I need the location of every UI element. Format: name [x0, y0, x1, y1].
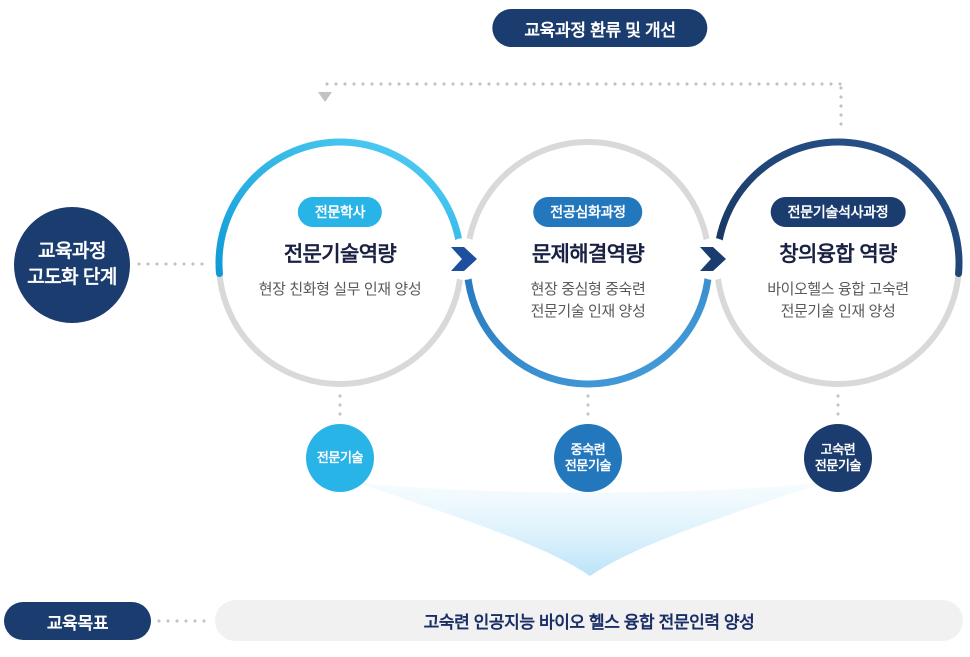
stage-3-title: 창의융합 역량	[779, 243, 897, 266]
stage-1-desc: 현장 친화형 실무 인재 양성	[215, 279, 465, 301]
outcome-circle-1: 전문기술	[306, 424, 374, 492]
stage-label-line2: 고도화 단계	[27, 267, 117, 288]
outcome-circle-3: 고숙련 전문기술	[804, 424, 872, 492]
goal-bar: 고숙련 인공지능 바이오 헬스 융합 전문인력 양성	[215, 600, 963, 641]
outcome-3-line2: 전문기술	[814, 458, 862, 473]
stage-2-desc: 현장 중심형 중숙련 전문기술 인재 양성	[463, 279, 713, 323]
stage-2-badge: 전공심화과정	[533, 197, 643, 227]
stage-1-title: 전문기술역량	[283, 243, 397, 266]
stage-2-title: 문제해결역량	[531, 243, 645, 266]
feedback-connector-horizontal	[325, 82, 843, 86]
stage-label-line1: 교육과정	[38, 241, 106, 262]
stage-1-badge: 전문학사	[297, 197, 383, 227]
stage-label-circle: 교육과정 고도화 단계	[14, 207, 130, 323]
goal-connector-dots	[157, 619, 209, 623]
outcome-connector-2	[586, 394, 590, 418]
stage-3-badge: 전문기술석사과정	[770, 197, 906, 227]
outcome-circle-2: 중숙련 전문기술	[554, 424, 622, 492]
stage-2-circle: 전공심화과정 문제해결역량 현장 중심형 중숙련 전문기술 인재 양성	[463, 138, 713, 388]
outcome-connector-1	[338, 394, 342, 418]
outcome-3-line1: 고숙련	[820, 442, 856, 457]
stage-3-circle: 전문기술석사과정 창의융합 역량 바이오헬스 융합 고숙련 전문기술 인재 양성	[713, 138, 963, 388]
outcome-1-line1: 전문기술	[316, 450, 364, 465]
outcome-2-line1: 중숙련	[570, 442, 606, 457]
outcome-connector-3	[836, 394, 840, 418]
funnel-shape	[355, 482, 825, 576]
stage-1-desc-line1: 현장 친화형 실무 인재 양성	[258, 281, 422, 298]
goal-badge: 교육목표	[4, 602, 151, 640]
feedback-badge: 교육과정 환류 및 개선	[492, 9, 708, 47]
stage-connector-dots	[137, 262, 207, 266]
feedback-connector-right	[839, 86, 843, 130]
stage-1-circle: 전문학사 전문기술역량 현장 친화형 실무 인재 양성	[215, 138, 465, 388]
stage-2-desc-line2: 전문기술 인재 양성	[530, 303, 646, 320]
stage-3-desc-line1: 바이오헬스 융합 고숙련	[767, 281, 909, 298]
stage-2-desc-line1: 현장 중심형 중숙련	[530, 281, 646, 298]
stage-3-desc-line2: 전문기술 인재 양성	[780, 303, 896, 320]
stage-3-desc: 바이오헬스 융합 고숙련 전문기술 인재 양성	[713, 279, 963, 323]
outcome-2-line2: 전문기술	[564, 458, 612, 473]
feedback-arrow-down-icon	[318, 92, 332, 102]
